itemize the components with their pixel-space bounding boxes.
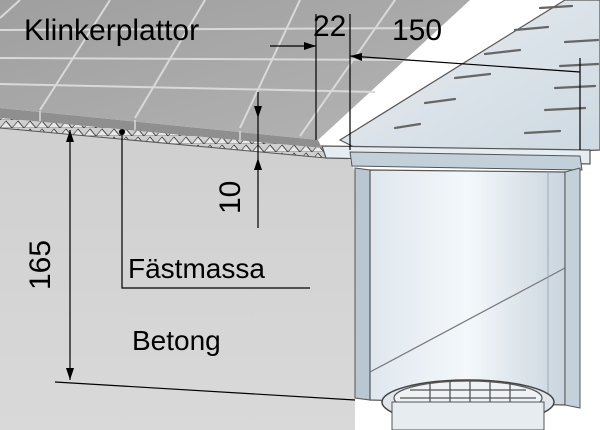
dimension-edge: 22 (313, 10, 346, 43)
dimension-grate-width: 150 (392, 14, 442, 47)
dimension-lines (54, 14, 581, 401)
label-concrete: Betong (132, 325, 221, 356)
steel-channel (354, 167, 581, 409)
adhesive-layer (0, 118, 327, 159)
label-adhesive: Fästmassa (128, 253, 265, 284)
drain-grate (321, 0, 600, 171)
drain-outlet (381, 379, 555, 430)
dimension-tile-thickness: 10 (214, 181, 247, 214)
concrete-block (0, 118, 355, 430)
label-tiles: Klinkerplattor (24, 14, 199, 47)
dimension-arrows (66, 42, 362, 380)
dimension-channel-depth: 165 (24, 240, 57, 290)
